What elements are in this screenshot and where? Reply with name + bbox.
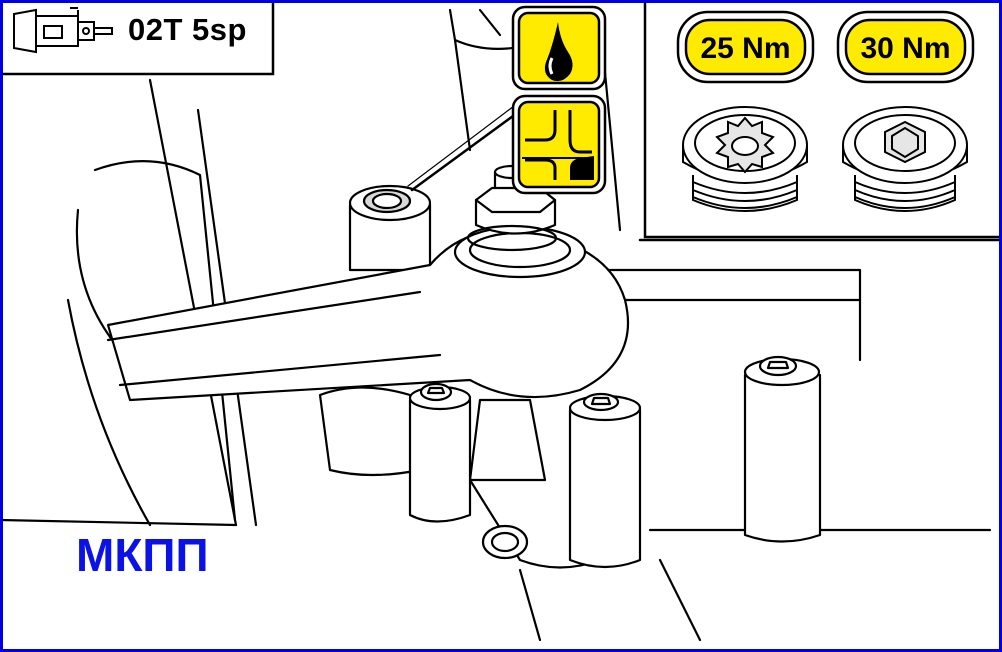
hex-plug bbox=[842, 106, 968, 212]
bolt-boss-1 bbox=[408, 382, 472, 523]
splined-plug bbox=[682, 106, 808, 212]
bolt-boss-3 bbox=[743, 355, 822, 543]
lever-arm bbox=[106, 225, 630, 402]
torque-badge-2 bbox=[836, 10, 975, 84]
caption: МКПП bbox=[76, 529, 209, 581]
torque-label-25: 25 Nm bbox=[700, 32, 791, 65]
torque-badge-1 bbox=[676, 10, 815, 84]
oil-drop-symbol bbox=[511, 5, 607, 91]
header-panel bbox=[3, 3, 275, 76]
torque-inset bbox=[643, 3, 1000, 239]
fill-level-symbol bbox=[511, 94, 607, 195]
torque-label-30: 30 Nm bbox=[860, 32, 951, 65]
gearbox-icon bbox=[13, 7, 113, 54]
filler-plug-boss bbox=[348, 184, 432, 272]
gearbox-label: 02T 5sp bbox=[128, 12, 247, 47]
bolt-boss-2 bbox=[568, 392, 642, 569]
